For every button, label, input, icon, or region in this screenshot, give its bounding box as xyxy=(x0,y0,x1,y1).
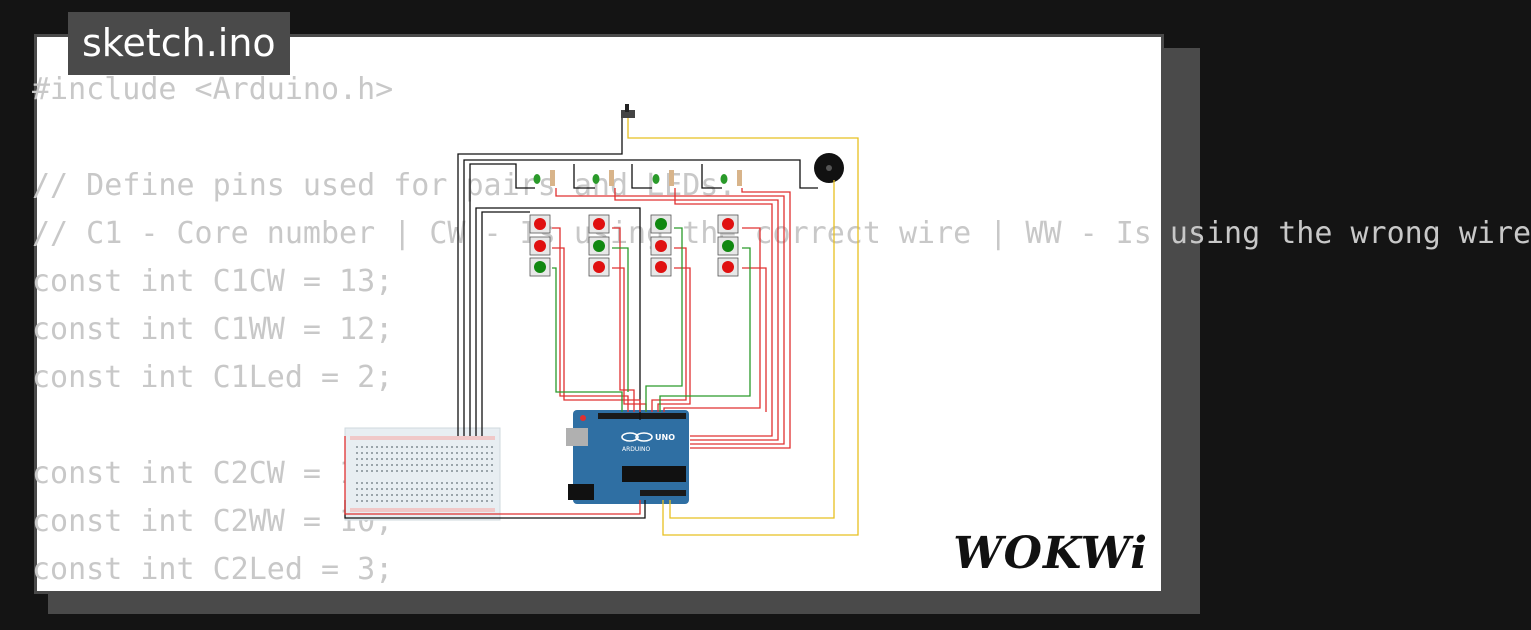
pushbutton-red[interactable] xyxy=(529,214,551,234)
led-1[interactable] xyxy=(533,170,556,186)
code-line-5: const int C1CW = 13; xyxy=(32,264,394,299)
code-line-7: const int C1Led = 2; xyxy=(32,360,394,395)
file-tab[interactable]: sketch.ino xyxy=(68,12,290,75)
buzzer[interactable] xyxy=(814,153,844,183)
code-line-6: const int C1WW = 12; xyxy=(32,312,394,347)
pushbutton-red[interactable] xyxy=(588,257,610,277)
wokwi-logo: WOKWi xyxy=(953,528,1148,579)
board-model-label: UNO xyxy=(655,433,675,442)
pushbutton-green[interactable] xyxy=(650,214,672,234)
led-3[interactable] xyxy=(652,170,675,186)
arduino-uno-board[interactable]: ARDUINO UNO xyxy=(566,410,689,504)
led-2[interactable] xyxy=(592,170,615,186)
pushbutton-red[interactable] xyxy=(588,214,610,234)
pushbutton-red[interactable] xyxy=(650,236,672,256)
pushbutton-red[interactable] xyxy=(717,257,739,277)
pushbutton-red[interactable] xyxy=(529,236,551,256)
code-line-1: #include <Arduino.h> xyxy=(32,72,394,107)
pushbutton-red[interactable] xyxy=(650,257,672,277)
slide-switch[interactable] xyxy=(621,104,635,118)
code-preview: #include <Arduino.h> // Define pins used … xyxy=(32,66,1531,594)
breadboard[interactable] xyxy=(344,427,501,521)
pushbutton-grid xyxy=(529,214,739,277)
board-brand-label: ARDUINO xyxy=(622,446,651,453)
led-4[interactable] xyxy=(720,170,743,186)
code-line-11: const int C2Led = 3; xyxy=(32,552,394,587)
pushbutton-green[interactable] xyxy=(717,236,739,256)
wires xyxy=(344,118,859,536)
pushbutton-red[interactable] xyxy=(717,214,739,234)
pushbutton-green[interactable] xyxy=(588,236,610,256)
circuit-diagram: ARDUINO UNO xyxy=(344,104,859,536)
code-line-10: const int C2WW = 10; xyxy=(32,504,394,539)
led-group xyxy=(533,170,743,186)
pushbutton-green[interactable] xyxy=(529,257,551,277)
code-line-3: // Define pins used for pairs and LEDs. xyxy=(32,168,737,203)
